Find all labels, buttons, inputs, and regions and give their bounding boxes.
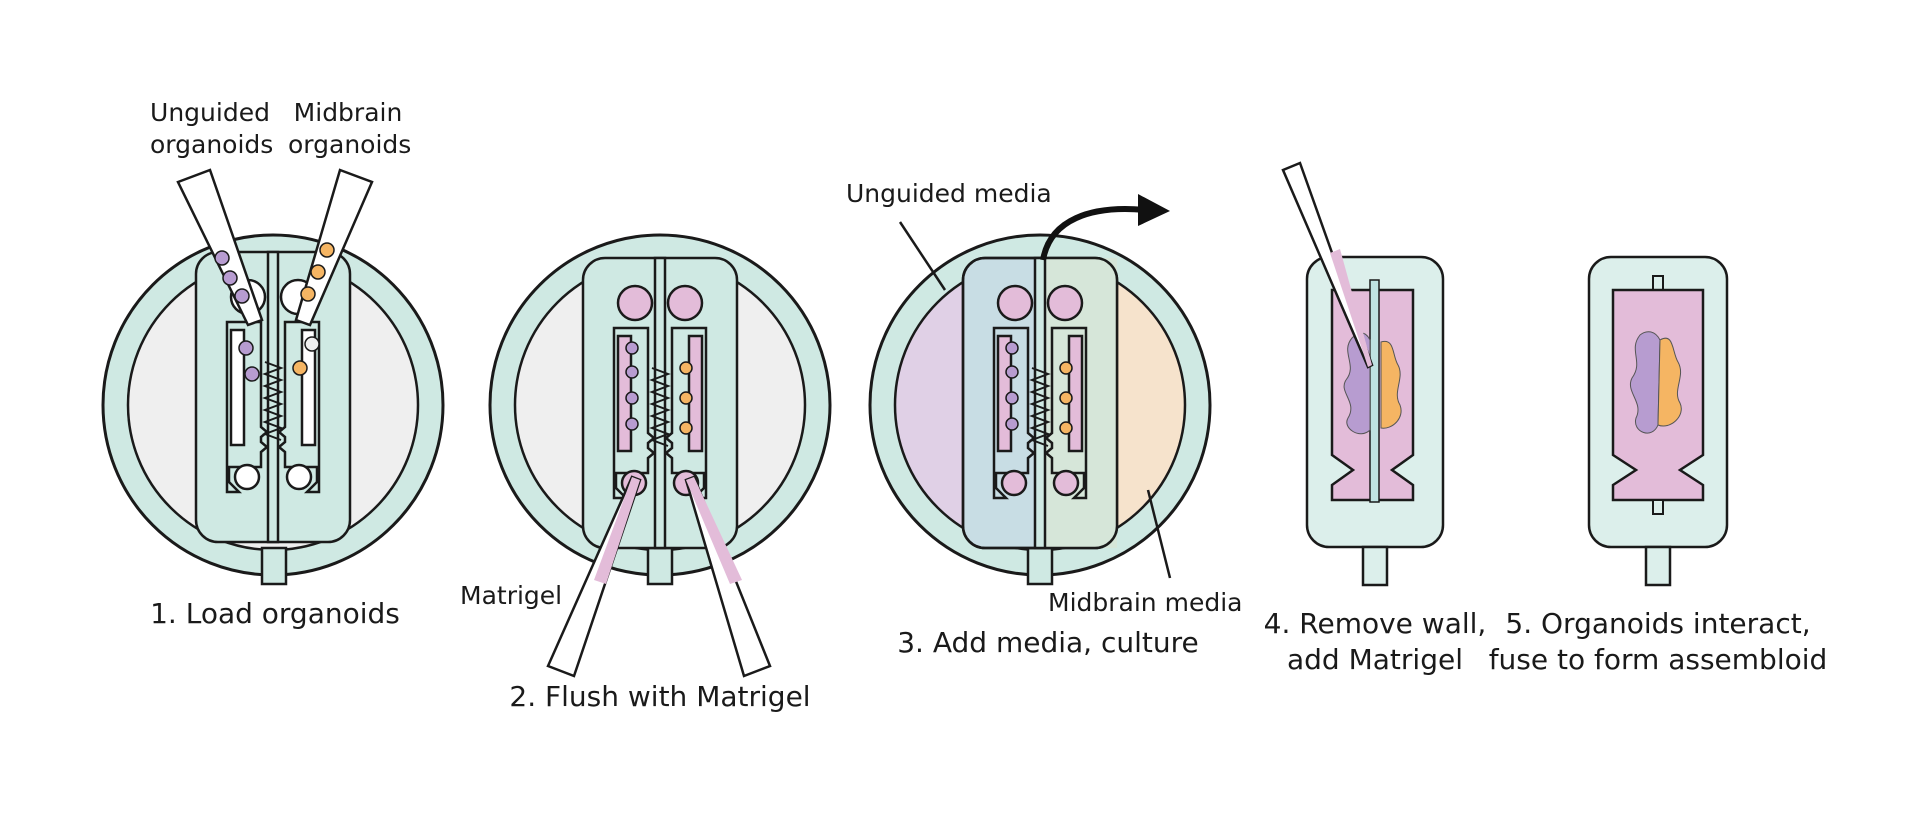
step-4-device [1281, 161, 1445, 587]
step-3-line1: 3. Add media, culture [897, 626, 1199, 659]
midbrain-media-leader [1146, 489, 1172, 579]
wall-removal-arrow [1040, 206, 1146, 261]
step-1-line1: 1. Load organoids [150, 597, 400, 630]
pipette-midbrain [294, 168, 374, 327]
step-5-device [1587, 255, 1729, 587]
pipette-matrigel-step4 [1281, 161, 1374, 369]
unguided-organoids-line2: organoids [150, 130, 274, 159]
step-5-caption: 5. Organoids interact, fuse to form asse… [1488, 606, 1828, 678]
step-1-caption: 1. Load organoids [140, 596, 410, 632]
step-3-device [868, 194, 1212, 586]
midbrain-organoids-line1: Midbrain [293, 98, 403, 127]
unguided-organoids-line1: Unguided [150, 98, 270, 127]
step-5-line1: 5. Organoids interact, [1505, 607, 1811, 640]
step-2-device [488, 233, 832, 678]
pipette-unguided [176, 168, 264, 327]
step-4-line2: add Matrigel [1287, 643, 1463, 676]
step-1-device [101, 168, 445, 586]
midbrain-organoids-line2: organoids [288, 130, 412, 159]
midbrain-media-label: Midbrain media [1048, 588, 1243, 617]
step-2-line1: 2. Flush with Matrigel [509, 680, 811, 713]
midbrain-organoids-label: Midbrain organoids [288, 97, 412, 161]
step-5-line2: fuse to form assembloid [1488, 643, 1828, 676]
step-3-caption: 3. Add media, culture [888, 625, 1208, 661]
unguided-media-leader [898, 221, 947, 291]
unguided-organoids-label: Unguided organoids [150, 97, 274, 161]
unguided-media-label: Unguided media [846, 179, 1052, 208]
arrow-head [1138, 194, 1170, 226]
step-4-caption: 4. Remove wall, add Matrigel [1255, 606, 1495, 678]
step-2-caption: 2. Flush with Matrigel [505, 679, 815, 715]
pipette-matrigel-right [684, 475, 772, 678]
step-4-line1: 4. Remove wall, [1263, 607, 1487, 640]
pipette-matrigel-left [546, 475, 642, 678]
matrigel-label: Matrigel [460, 581, 563, 610]
